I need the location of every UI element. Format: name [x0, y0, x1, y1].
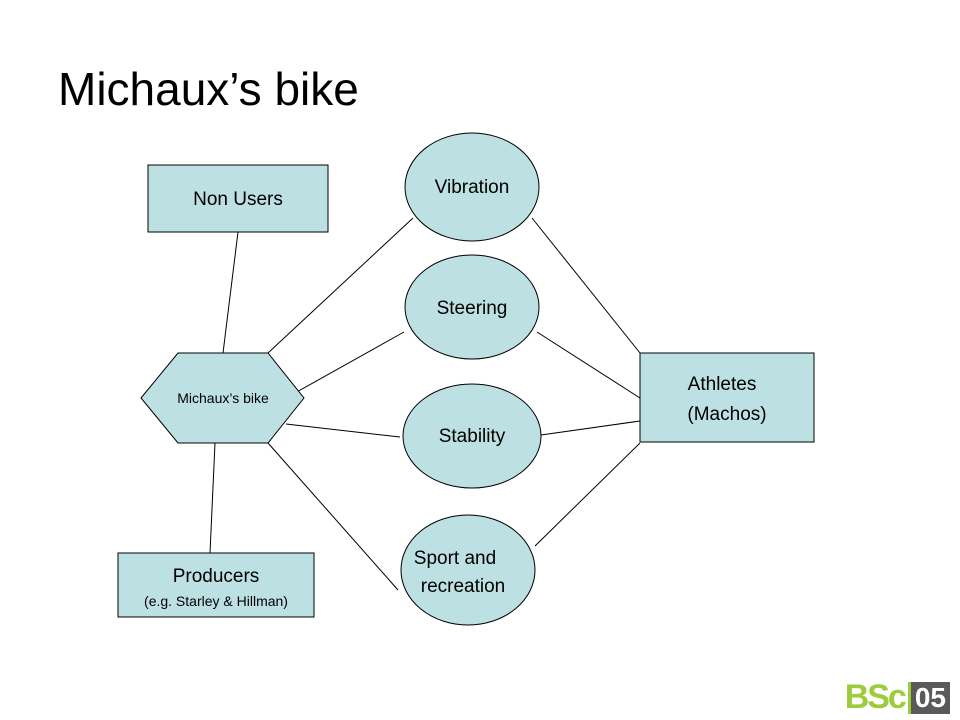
athletes-label: Athletes [688, 374, 757, 395]
edge-nonusers-bike [222, 231, 239, 354]
steering-label: Steering [437, 298, 508, 319]
stability-label: Stability [439, 426, 506, 447]
bsc-logo-year: 05 [907, 682, 950, 714]
producers-example-label: (e.g. Starley & Hillman) [144, 593, 288, 609]
connector-lines [209, 217, 641, 591]
recreation-label: recreation [421, 576, 506, 597]
node-athletes: Athletes (Machos) [639, 352, 815, 443]
edge-bike-sport [267, 442, 399, 591]
edge-steering-athletes [536, 331, 641, 399]
athletes-sub-label: (Machos) [687, 404, 766, 425]
edge-vibration-athletes [531, 217, 641, 354]
edge-bike-vibration [267, 217, 414, 354]
bsc-logo: BSc 05 [845, 678, 950, 714]
michaux-bike-label: Michaux’s bike [177, 390, 269, 406]
edge-bike-stability [285, 423, 401, 438]
edge-bike-steering [285, 331, 405, 399]
node-producers: Producers (e.g. Starley & Hillman) [117, 552, 315, 618]
edge-stability-athletes [540, 420, 641, 436]
node-michaux-bike: Michaux’s bike [140, 352, 305, 444]
node-non-users: Non Users [147, 164, 329, 233]
edge-bike-producers [209, 442, 216, 554]
node-vibration: Vibration [404, 132, 540, 242]
node-sport-recreation: Sport and recreation [400, 514, 536, 626]
bsc-logo-text: BSc [844, 678, 907, 716]
vibration-label: Vibration [435, 177, 510, 198]
node-stability: Stability [402, 383, 542, 489]
sport-label: Sport and [414, 548, 496, 569]
non-users-label: Non Users [193, 189, 283, 210]
edge-sport-athletes [534, 442, 641, 547]
node-steering: Steering [404, 254, 540, 360]
slide-title: Michaux’s bike [58, 63, 359, 115]
producers-label: Producers [173, 566, 260, 587]
